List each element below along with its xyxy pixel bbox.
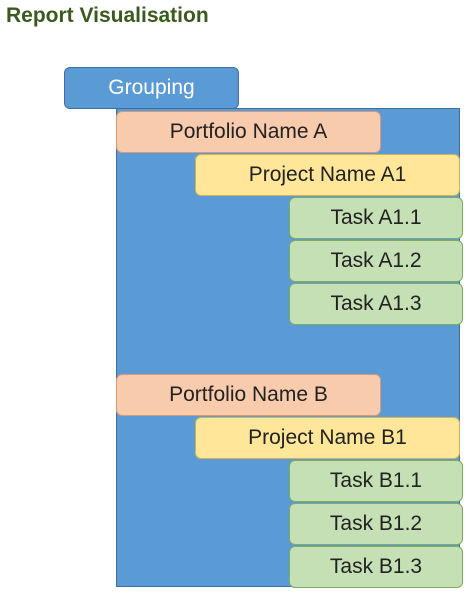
portfolio-b-box: Portfolio Name B xyxy=(116,374,381,416)
portfolio-a-box: Portfolio Name A xyxy=(116,111,381,153)
task-a1-3-box: Task A1.3 xyxy=(289,283,463,325)
page-title: Report Visualisation xyxy=(6,4,209,27)
project-a1-box: Project Name A1 xyxy=(195,154,460,196)
task-b1-2-box: Task B1.2 xyxy=(289,503,463,545)
task-b1-3-box: Task B1.3 xyxy=(289,546,463,588)
task-a1-2-box: Task A1.2 xyxy=(289,240,463,282)
project-b1-box: Project Name B1 xyxy=(195,417,460,459)
task-b1-1-box: Task B1.1 xyxy=(289,460,463,502)
task-a1-1-box: Task A1.1 xyxy=(289,197,463,239)
grouping-box: Grouping xyxy=(64,67,239,109)
